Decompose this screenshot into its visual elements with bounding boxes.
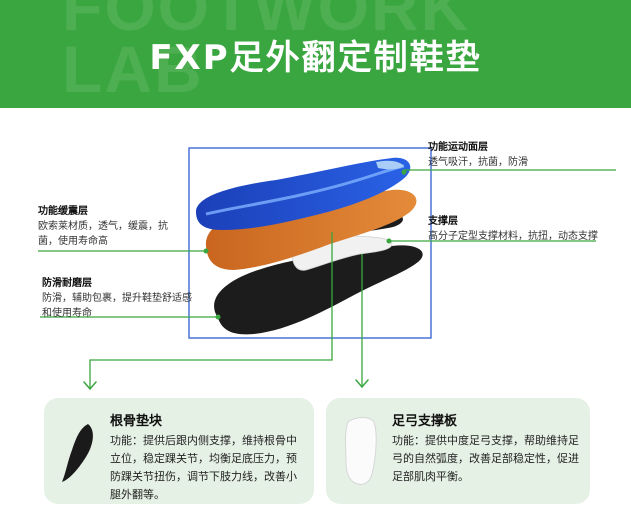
diagram-frame bbox=[188, 147, 432, 339]
arch-plate-icon bbox=[345, 417, 377, 485]
label-surface-layer: 功能运动面层 透气吸汗，抗菌，防滑 bbox=[428, 140, 628, 170]
arch-card-desc: 功能：提供中度足弓支撑，帮助维持足弓的自然弧度，改善足部稳定性，促进足部肌肉平衡… bbox=[392, 435, 579, 483]
antislip-desc: 防滑，辅助包裹，提升鞋垫舒适感和使用寿命 bbox=[42, 293, 192, 319]
arrow-down-heel-icon bbox=[83, 381, 97, 391]
page-title: FXP足外翻定制鞋垫 bbox=[149, 38, 482, 78]
support-title: 支撑层 bbox=[428, 216, 458, 227]
cushion-title: 功能缓震层 bbox=[38, 206, 88, 217]
header-banner: FOOTWORK LAB FXP足外翻定制鞋垫 bbox=[0, 0, 631, 108]
heel-card-title: 根骨垫块 bbox=[110, 413, 163, 428]
label-antislip-layer: 防滑耐磨层 防滑，辅助包裹，提升鞋垫舒适感和使用寿命 bbox=[42, 276, 192, 321]
heel-pad-icon bbox=[62, 424, 93, 482]
card-heel-pad: 根骨垫块 功能：提供后跟内侧支撑，维持根骨中立位，稳定踝关节，均衡足底压力，预防… bbox=[44, 398, 314, 504]
heel-card-desc: 功能：提供后跟内侧支撑，维持根骨中立位，稳定踝关节，均衡足底压力，预防踝关节扭伤… bbox=[110, 435, 297, 501]
antislip-title: 防滑耐磨层 bbox=[42, 278, 92, 289]
surface-title: 功能运动面层 bbox=[428, 142, 488, 153]
arch-card-title: 足弓支撑板 bbox=[392, 413, 458, 428]
card-arch-plate: 足弓支撑板 功能：提供中度足弓支撑，帮助维持足弓的自然弧度，改善足部稳定性，促进… bbox=[326, 398, 590, 504]
label-support-layer: 支撑层 高分子定型支撑材料，抗扭，动态支撑 bbox=[428, 214, 628, 244]
antislip-layer bbox=[214, 245, 423, 335]
cushion-desc: 欧索莱材质，透气，缓震，抗菌，使用寿命高 bbox=[38, 221, 168, 247]
arrow-down-arch-icon bbox=[355, 379, 369, 389]
insole-diagram bbox=[38, 147, 616, 391]
surface-desc: 透气吸汗，抗菌，防滑 bbox=[428, 157, 528, 168]
support-desc: 高分子定型支撑材料，抗扭，动态支撑 bbox=[428, 231, 598, 242]
label-cushion-layer: 功能缓震层 欧索莱材质，透气，缓震，抗菌，使用寿命高 bbox=[38, 204, 178, 249]
